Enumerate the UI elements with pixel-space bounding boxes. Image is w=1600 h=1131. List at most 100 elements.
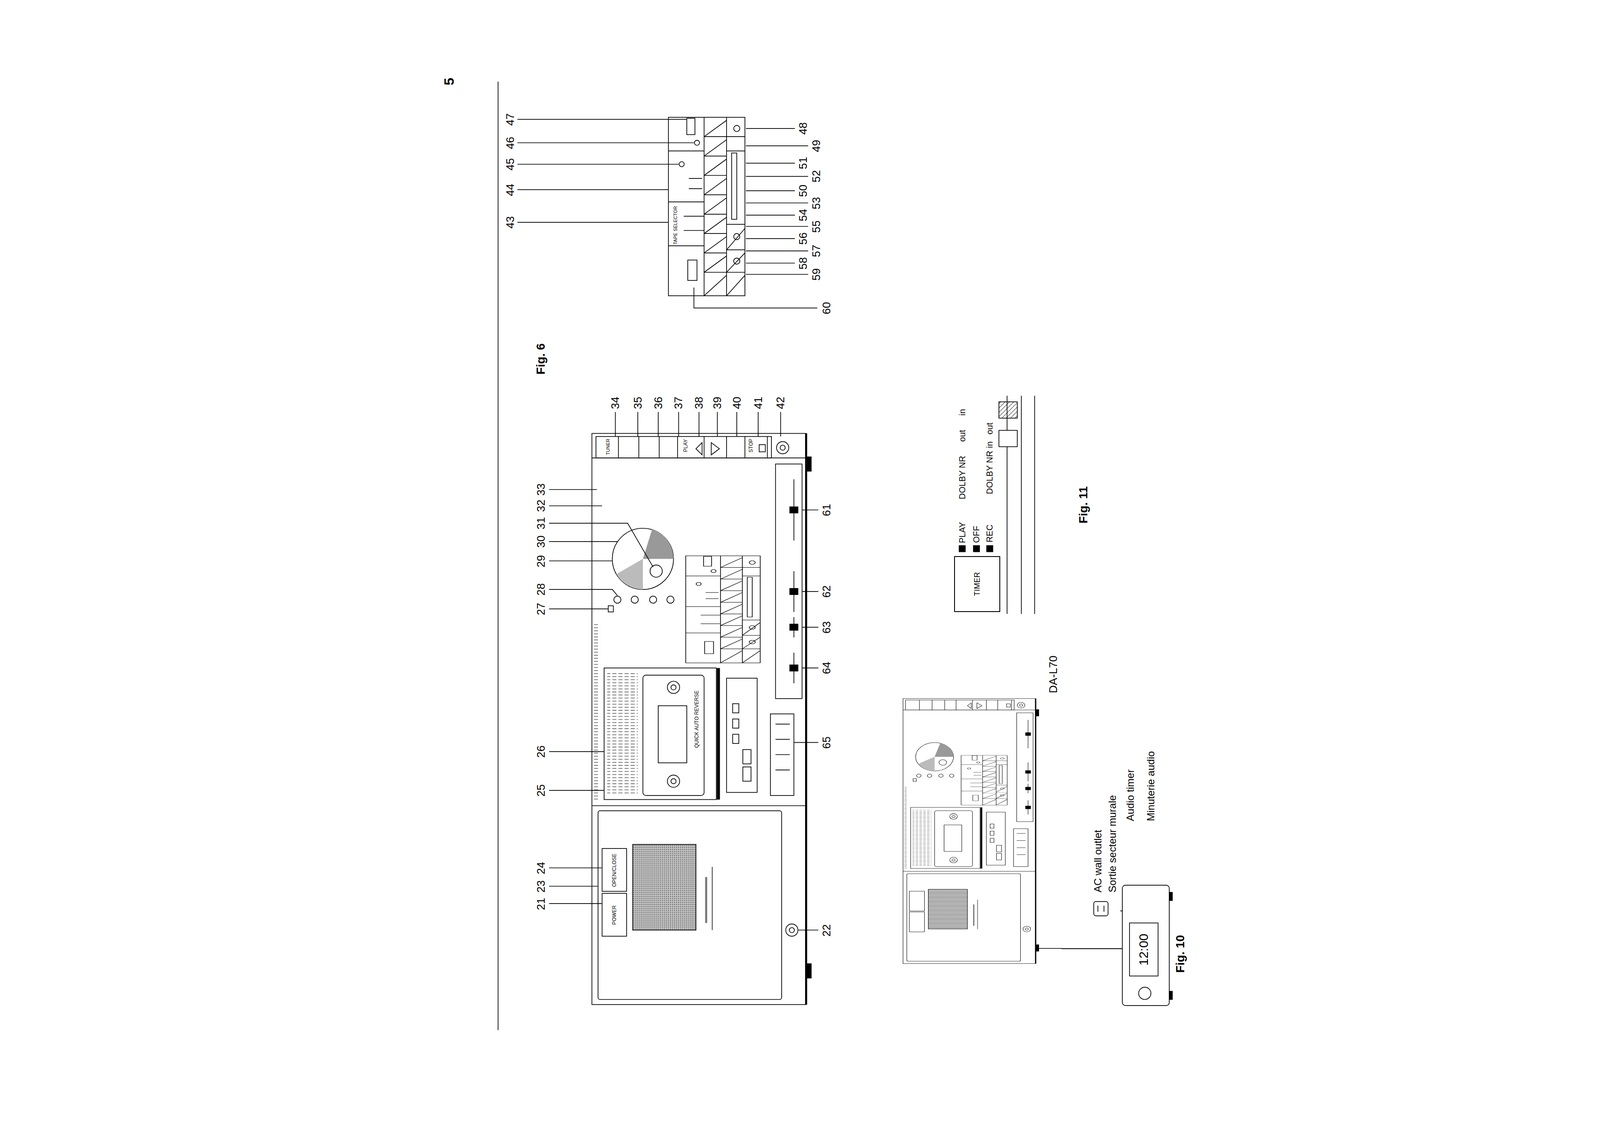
callout-number: 39 [711, 397, 723, 410]
callout-number: 27 [535, 602, 547, 616]
receiver-small [902, 698, 1039, 964]
timer-wiring [998, 430, 1018, 447]
audio-timer-device [1138, 987, 1151, 1000]
callout-number: 63 [820, 621, 833, 634]
callout-number: 62 [820, 585, 833, 599]
switch-label: out [957, 429, 967, 442]
leader-lines [517, 119, 819, 931]
timer-wiring [998, 401, 1018, 418]
callout-number: 38 [693, 397, 705, 410]
wall-outlet-text: Sortie secteur murale [1106, 795, 1119, 893]
page-rule [497, 81, 499, 1031]
leader-lines [517, 119, 694, 223]
callout-number: 24 [535, 861, 547, 875]
callout-number: 41 [752, 397, 764, 410]
callout-number: 47 [504, 113, 516, 126]
timer-wiring [959, 545, 966, 552]
audio-timer-text: Audio timer [1124, 751, 1137, 822]
callout-number: 49 [810, 139, 822, 152]
switch-label: in [957, 408, 967, 416]
page-number: 5 [442, 77, 456, 86]
switch-label: out [985, 422, 994, 435]
control-label: QUICK AUTO REVERSE [693, 689, 700, 750]
callout-number: 21 [535, 897, 547, 911]
control-label: STOP [748, 438, 754, 453]
callout-number: 40 [731, 397, 743, 410]
callout-number: 59 [810, 268, 822, 281]
callout-number: 35 [632, 397, 644, 410]
callout-number: 56 [797, 232, 809, 246]
callout-number: 52 [810, 170, 822, 183]
control-label: OPEN/CLOSE [611, 853, 617, 888]
leader-lines [548, 609, 609, 905]
callout-number: 29 [535, 554, 547, 568]
audio-timer: Audio timer Minuterie audio [1122, 747, 1160, 1011]
control-label: PLAY [683, 439, 689, 453]
callout-number: 46 [504, 136, 516, 149]
audio-timer-text: Minuterie audio [1144, 751, 1158, 822]
figure-caption: Fig. 11 [1077, 486, 1090, 524]
callout-number: 53 [810, 196, 822, 210]
panel-detail [668, 117, 745, 296]
wall-outlet-icon [1097, 905, 1104, 912]
leader-lines [615, 411, 781, 437]
callout-number: 37 [672, 397, 684, 410]
audio-timer-device [1169, 892, 1173, 901]
timer-wiring [1034, 395, 1036, 614]
switch-label: OFF [972, 525, 981, 544]
power-cord [1120, 910, 1123, 912]
switch-label: REC [985, 524, 994, 543]
callout-number: 50 [797, 184, 809, 197]
icon-space [1103, 892, 1108, 919]
callout-number: 34 [609, 397, 621, 410]
control-label: TAPE SELECTOR [673, 206, 678, 245]
text-column: Audio timer Minuterie audio [1124, 751, 1158, 822]
callout-number: 42 [774, 397, 786, 410]
wall-outlet-text: AC wall outlet [1091, 795, 1105, 893]
callout-number: 33 [535, 483, 547, 497]
callout-number: 26 [535, 745, 547, 759]
figure-caption: Fig. 6 [534, 343, 547, 375]
callout-number: 30 [535, 535, 547, 549]
leader-lines [745, 128, 809, 275]
callout-number: 54 [797, 209, 809, 222]
callout-number: 51 [797, 157, 809, 170]
switch-label: DOLBY NR [957, 455, 967, 500]
callout-number: 61 [820, 504, 833, 517]
timer-wiring [1021, 395, 1022, 614]
callout-number: 23 [535, 880, 547, 893]
audio-timer-device [1122, 885, 1173, 1006]
switch-label: in [985, 441, 994, 449]
timer-box-text: TIMER [972, 572, 983, 597]
text-column: AC wall outletSortie secteur murale [1091, 795, 1119, 893]
callout-number: 58 [797, 256, 809, 270]
power-cord [1061, 948, 1123, 950]
unit-drawing-text: DA-L70 [1046, 655, 1060, 694]
page-art [498, 81, 1173, 1031]
audio-timer-device [1129, 923, 1159, 977]
callout-number: 36 [652, 397, 664, 410]
figure-caption: Fig. 10 [1174, 934, 1187, 973]
callout-number: 55 [810, 220, 822, 233]
control-label: POWER [611, 905, 617, 925]
callout-number: 45 [504, 157, 516, 171]
callout-number: 65 [820, 736, 833, 749]
switch-label: DOLBY NR [985, 450, 994, 495]
text-column: TIMER [972, 572, 983, 597]
callout-number: 22 [820, 924, 833, 937]
leader-lines [794, 510, 819, 931]
timer-box: TIMER [954, 556, 1001, 613]
display-digits: 12:00 [1137, 934, 1151, 967]
callout-number: 32 [535, 499, 547, 513]
callout-number: 25 [535, 784, 547, 798]
wall-outlet: AC wall outletSortie secteur murale [1089, 791, 1121, 919]
callout-number: 64 [820, 662, 833, 675]
wall-outlet-icon [1093, 901, 1108, 916]
wall-outlet-icon [1093, 901, 1108, 916]
leader-lines [548, 489, 654, 596]
text-column: DA-L70 [1046, 655, 1060, 694]
leader-lines [693, 287, 818, 309]
callout-number: 57 [810, 244, 822, 257]
